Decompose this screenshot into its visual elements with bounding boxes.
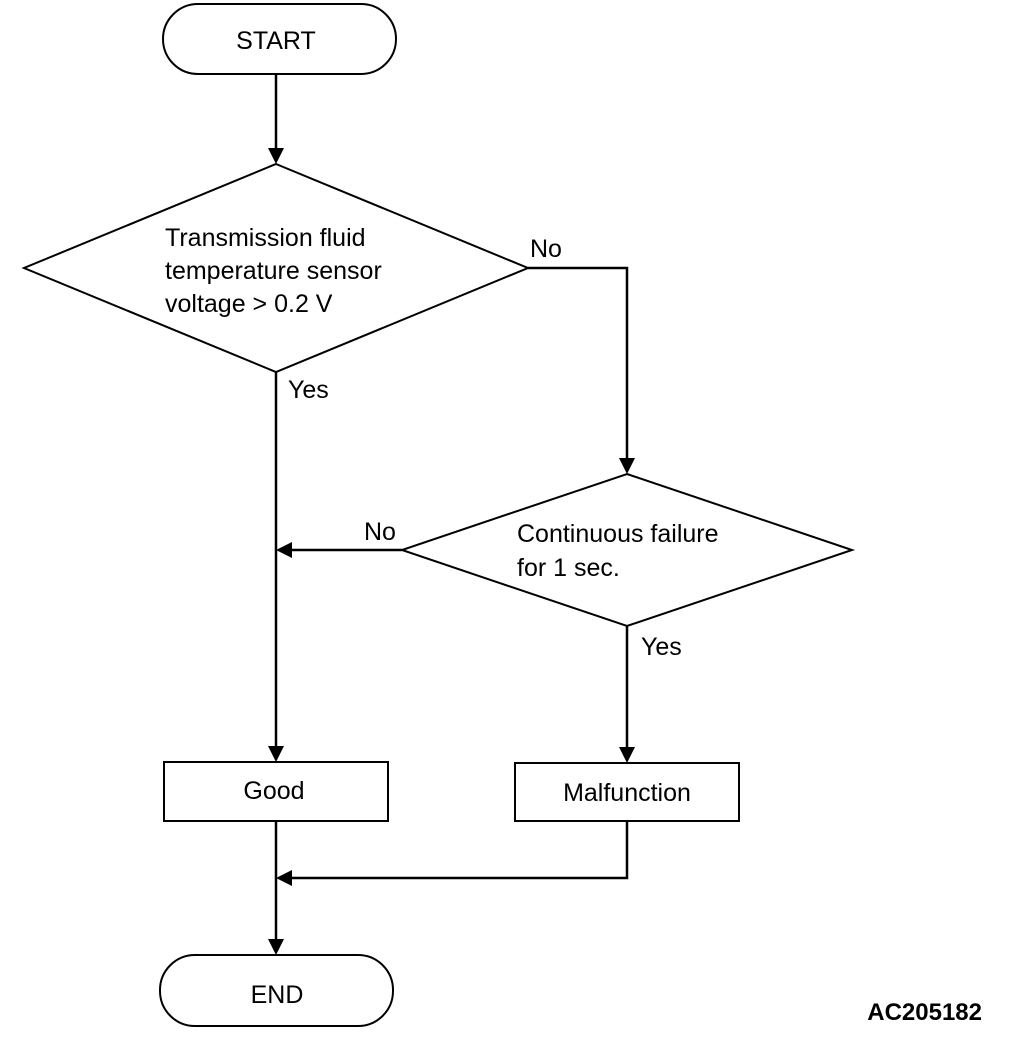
decision-1-text-line-1: Transmission fluid: [165, 224, 366, 252]
arrowhead: [268, 939, 284, 955]
arrowhead: [619, 747, 635, 763]
edge-decision-1-yes: Yes: [268, 372, 329, 762]
arrowhead: [276, 542, 292, 558]
decision-1-node: Transmission fluid temperature sensor vo…: [21, 162, 531, 374]
decision-2-node: Continuous failure for 1 sec.: [398, 472, 856, 628]
good-node: Good: [163, 761, 389, 822]
figure-code: AC205182: [867, 999, 982, 1026]
decision-2-text-line-1: Continuous failure: [517, 520, 719, 548]
end-label: END: [251, 981, 304, 1009]
arrowhead: [268, 148, 284, 164]
decision-1-text-line-3: voltage > 0.2 V: [165, 290, 333, 318]
malfunction-box: [514, 762, 740, 822]
malfunction-label: Malfunction: [563, 779, 691, 807]
edge-decision-2-yes: Yes: [619, 626, 682, 763]
end-terminal-shape: [159, 954, 394, 1027]
edge-decision-2-no: No: [276, 518, 402, 558]
good-label: Good: [243, 777, 304, 805]
start-label: START: [236, 27, 316, 55]
edge-malfunction-to-merge: [276, 821, 629, 886]
start-node: START: [162, 3, 397, 75]
decision-1-yes-label: Yes: [288, 376, 329, 404]
edge-good-to-end: [268, 821, 284, 955]
decision-1-no-label: No: [530, 235, 562, 263]
malfunction-node: Malfunction: [514, 762, 740, 822]
arrowhead: [619, 458, 635, 474]
decision-1-text-line-2: temperature sensor: [165, 257, 382, 285]
start-terminal-shape: [162, 3, 397, 75]
decision-2-no-label: No: [364, 518, 396, 546]
end-node: END: [159, 954, 394, 1027]
edge-start-to-decision-1: [268, 74, 284, 164]
decision-2-yes-label: Yes: [641, 633, 682, 661]
arrowhead: [276, 870, 292, 886]
decision-2-text-line-2: for 1 sec.: [517, 554, 620, 582]
decision-2-diamond: [398, 472, 856, 628]
arrowhead: [268, 746, 284, 762]
edge-decision-1-no: No: [528, 235, 635, 474]
